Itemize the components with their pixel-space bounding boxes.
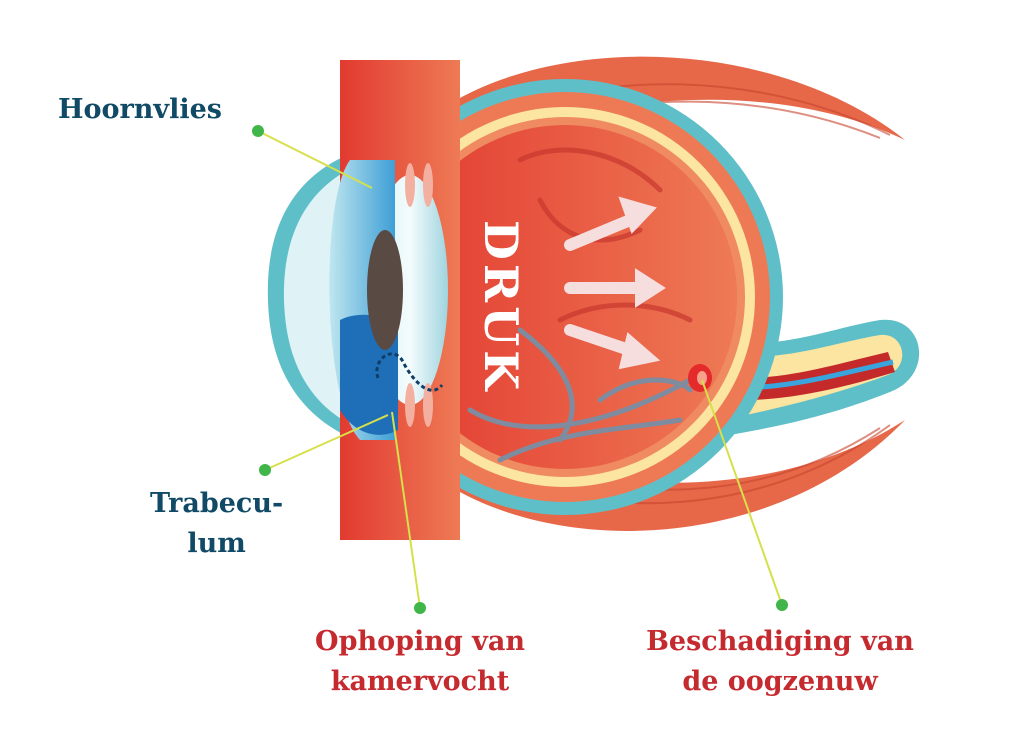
pointer-dot xyxy=(259,464,271,476)
label-nerve-line1: Beschadiging van xyxy=(646,626,914,657)
label-trabeculum-line2: lum xyxy=(187,528,246,559)
label-cornea: Hoornvlies xyxy=(58,94,222,125)
label-trabeculum-line1: Trabecu- xyxy=(150,488,284,519)
pointer-dot xyxy=(252,125,264,137)
label-fluid-line1: Ophoping van xyxy=(315,626,525,657)
label-fluid-line2: kamervocht xyxy=(330,666,510,697)
pressure-label: DRUK xyxy=(474,220,528,394)
fluid-flow-icon xyxy=(375,352,444,392)
label-trabeculum: Trabecu- lum xyxy=(150,484,283,564)
pupil xyxy=(367,230,403,350)
label-nerve-line2: de oogzenuw xyxy=(682,666,878,697)
pointer-dot xyxy=(776,599,788,611)
label-fluid-buildup: Ophoping van kamervocht xyxy=(300,622,540,702)
pressure-arrows xyxy=(564,196,666,370)
label-nerve-damage: Beschadiging van de oogzenuw xyxy=(620,622,940,702)
pointer-dot xyxy=(414,602,426,614)
